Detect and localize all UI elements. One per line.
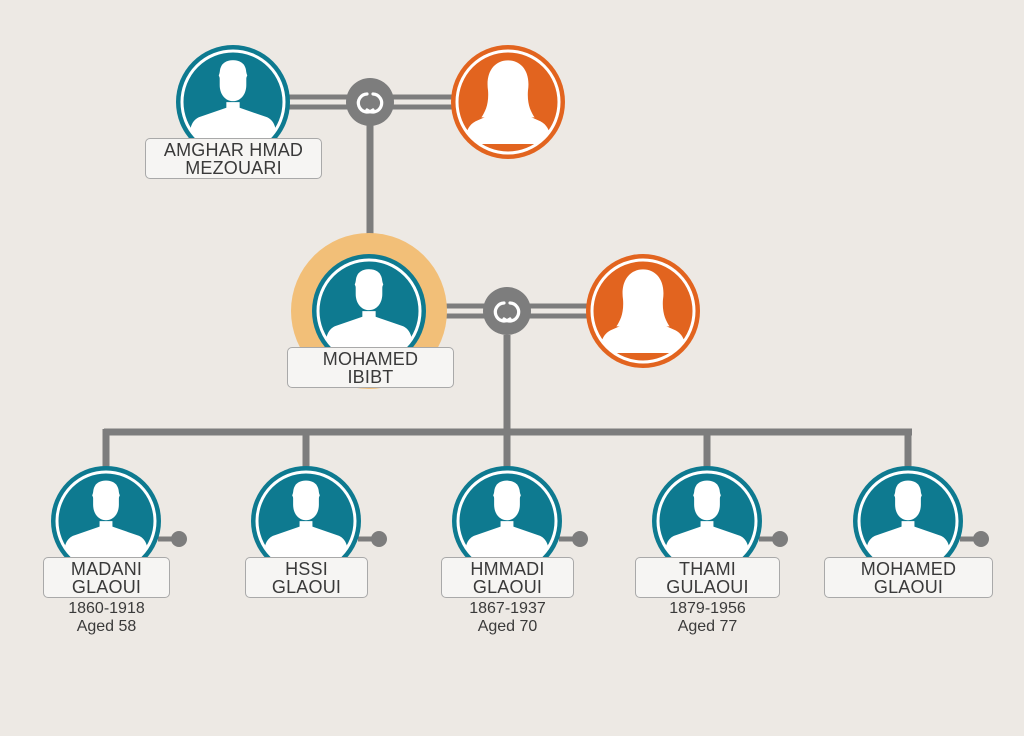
life-years: 1860-1918 <box>68 600 145 617</box>
name-line: HSSI <box>285 558 328 579</box>
name-line: GLAOUI <box>271 576 342 597</box>
name-line: MEZOUARI <box>185 157 282 178</box>
name-line: GLAOUI <box>472 576 543 597</box>
name-line: HMMADI <box>470 558 545 579</box>
name-line: AMGHAR HMAD <box>163 139 304 160</box>
name-card-child-2[interactable]: HSSI GLAOUI <box>245 557 368 598</box>
avatar-grandmother[interactable] <box>451 45 565 159</box>
child-connector-dots <box>171 531 989 547</box>
name-card-child-5[interactable]: MOHAMED GLAOUI <box>824 557 993 598</box>
name-card-amghar-hmad-mezouari[interactable]: AMGHAR HMAD MEZOUARI <box>145 138 322 179</box>
name-line: MOHAMED <box>860 558 957 579</box>
life-years: 1879-1956 <box>669 600 746 617</box>
name-card-mohamed-ibibt[interactable]: MOHAMED IBIBT <box>287 347 454 388</box>
name-line: MADANI <box>70 558 143 579</box>
union-rings-icon[interactable] <box>483 287 531 335</box>
name-card-child-4[interactable]: THAMI GULAOUI <box>635 557 780 598</box>
union-rings-icon[interactable] <box>346 78 394 126</box>
avatar-mother[interactable] <box>586 254 700 368</box>
name-line: GLAOUI <box>71 576 142 597</box>
name-line: GLAOUI <box>873 576 944 597</box>
name-line: GULAOUI <box>666 576 749 597</box>
life-age: Aged 58 <box>76 618 137 635</box>
name-line: IBIBT <box>347 366 394 387</box>
name-line: MOHAMED <box>322 348 419 369</box>
life-info-child-1: 1860-1918 Aged 58 <box>43 600 170 636</box>
life-years: 1867-1937 <box>469 600 546 617</box>
connector-dot[interactable] <box>772 531 788 547</box>
connector-dot[interactable] <box>371 531 387 547</box>
name-line: THAMI <box>679 558 736 579</box>
name-card-child-3[interactable]: HMMADI GLAOUI <box>441 557 574 598</box>
name-card-child-1[interactable]: MADANI GLAOUI <box>43 557 170 598</box>
life-age: Aged 77 <box>677 618 738 635</box>
connector-dot[interactable] <box>171 531 187 547</box>
life-info-child-3: 1867-1937 Aged 70 <box>441 600 574 636</box>
connector-dot[interactable] <box>572 531 588 547</box>
life-age: Aged 70 <box>477 618 538 635</box>
life-info-child-4: 1879-1956 Aged 77 <box>635 600 780 636</box>
connector-dot[interactable] <box>973 531 989 547</box>
